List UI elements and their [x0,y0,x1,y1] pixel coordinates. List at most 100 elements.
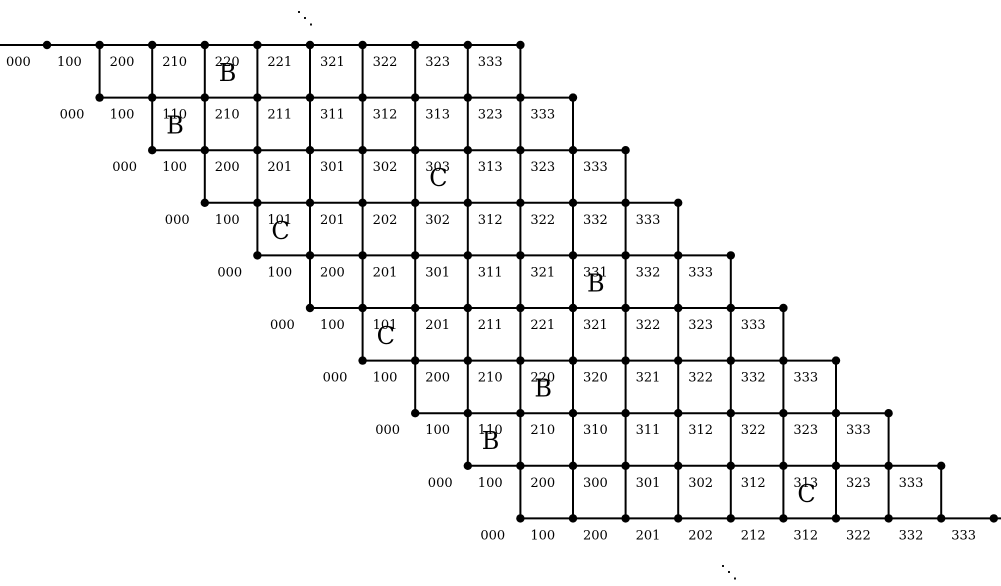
node-label: 100 [57,55,82,70]
node-label: 321 [320,55,345,70]
lattice-vertex [463,146,472,155]
node-label: 200 [215,160,240,175]
lattice-vertex [516,93,525,102]
lattice-vertex [621,303,630,313]
lattice-vertex [463,409,472,418]
node-label: 333 [478,55,503,70]
node-label: 333 [583,160,608,175]
lattice-vertex [305,303,315,313]
region-letter: B [534,375,552,403]
lattice-vertex [411,356,420,365]
node-label: 200 [425,371,450,386]
node-label: 221 [530,318,555,333]
lattice-vertex [305,93,315,102]
lattice-vertex [568,198,578,207]
node-label: 300 [583,476,608,491]
lattice-vertex [937,461,946,470]
node-label: 212 [741,528,766,543]
node-label: 321 [636,371,661,386]
node-label: 000 [112,160,137,175]
lattice-vertex [726,461,735,470]
node-label: 201 [267,160,292,175]
lattice-vertex [148,93,157,102]
lattice-vertex [884,461,893,470]
ellipsis-top: ⋱ [296,8,315,29]
lattice-vertex [674,303,683,313]
node-label: 313 [793,476,818,491]
node-label: 100 [110,108,135,123]
lattice-vertex [516,40,525,50]
lattice-vertex [253,251,262,260]
lattice-vertex [148,146,157,155]
node-label: 100 [373,371,398,386]
node-label: 302 [688,476,713,491]
lattice-vertex [621,461,630,470]
lattice-vertex [200,198,209,207]
node-label: 322 [530,213,555,228]
lattice-vertex [831,514,841,523]
lattice-vertex [305,198,315,207]
node-label: 333 [530,108,555,123]
node-label: 100 [478,476,503,491]
node-label: 101 [267,213,292,228]
lattice-vertex [726,514,735,523]
node-label: 313 [478,160,503,175]
node-label: 311 [320,108,345,123]
node-label: 323 [425,55,450,70]
lattice-vertex [516,146,525,155]
lattice-vertex [989,514,998,523]
node-label: 211 [478,318,503,333]
lattice-vertices [42,40,998,523]
node-label: 000 [323,371,348,386]
lattice-vertex [831,461,841,470]
lattice-vertex [831,356,841,365]
lattice-vertex [148,40,157,50]
lattice-vertex [305,251,315,260]
node-label: 201 [636,528,661,543]
lattice-vertex [358,303,367,313]
lattice-vertex [726,251,735,260]
node-label: 201 [425,318,450,333]
node-label: 301 [320,160,345,175]
lattice-vertex [568,146,578,155]
lattice-vertex [884,409,893,418]
node-label: 321 [530,265,555,280]
lattice-vertex [463,356,472,365]
lattice-vertex [516,198,525,207]
node-label: 000 [428,476,453,491]
lattice-vertex [831,409,841,418]
lattice-vertex [726,303,735,313]
lattice-vertex [358,251,367,260]
region-letter: B [482,427,500,455]
lattice-vertex [568,303,578,313]
region-letter: C [271,217,289,245]
lattice-vertex [516,461,525,470]
node-label: 000 [217,265,242,280]
node-label: 101 [373,318,398,333]
node-label: 323 [846,476,871,491]
node-label: 100 [530,528,555,543]
lattice-vertex [411,40,420,50]
region-letter: C [429,164,447,192]
lattice-vertex [621,198,630,207]
node-label: 322 [688,371,713,386]
node-label: 210 [215,108,240,123]
lattice-vertex [674,409,683,418]
lattice-vertex [621,514,630,523]
node-label: 333 [899,476,924,491]
lattice-vertex [726,409,735,418]
node-label: 302 [425,213,450,228]
lattice-vertex [305,40,315,50]
node-label: 310 [583,423,608,438]
lattice-vertex [358,93,367,102]
node-label: 201 [373,265,398,280]
lattice-vertex [253,93,262,102]
lattice-vertex [779,461,788,470]
lattice-vertex [411,198,420,207]
node-label: 312 [688,423,713,438]
lattice-vertex [358,146,367,155]
node-label: 202 [373,213,398,228]
lattice-vertex [463,303,472,313]
node-label: 100 [162,160,187,175]
